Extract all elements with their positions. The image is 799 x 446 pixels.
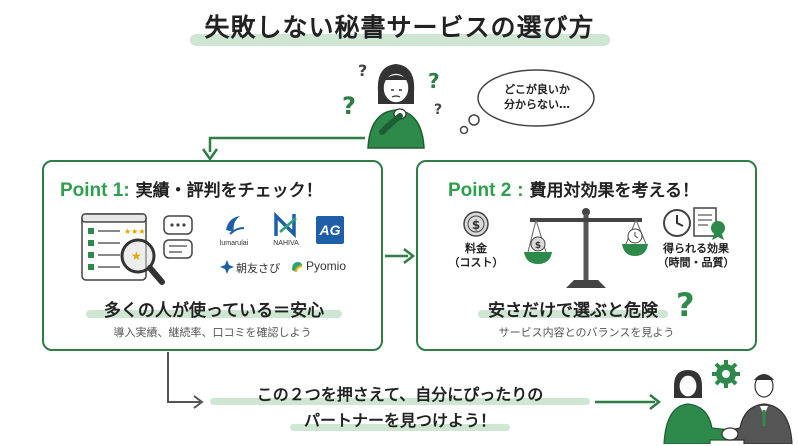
asatomo-logo-icon xyxy=(220,260,234,274)
point1-heading: Point 1: 実績・評判をチェック！ xyxy=(60,176,323,202)
thought-bubble xyxy=(459,69,595,135)
point2-main-highlight xyxy=(478,310,668,318)
point2-card: Point 2 : 費用対効果を考える！ $ 料金 （コスト） $ xyxy=(416,160,757,351)
svg-text:?: ? xyxy=(428,69,440,93)
asatomo-logo-name: 朝友さぴ xyxy=(236,263,280,275)
cost-label: 料金 （コスト） xyxy=(440,242,512,270)
warning-question-icon: ? xyxy=(676,286,695,322)
flow-arrow-to-partners xyxy=(595,394,662,410)
svg-text:?: ? xyxy=(434,102,442,118)
point2-main-text-wrap: 安さだけで選ぶと危険 xyxy=(478,296,668,321)
point1-label: Point 1 xyxy=(60,180,124,201)
effect-label-line-1: 得られる効果 xyxy=(663,242,729,255)
gear-icon xyxy=(712,360,740,388)
nahiva-logo-name: NAHIVA xyxy=(273,240,299,247)
svg-text:?: ? xyxy=(342,92,356,120)
point1-card: Point 1: 実績・評判をチェック！ ★★★ ★ lumarulai NAH… xyxy=(42,160,383,351)
pyomio-logo-icon xyxy=(292,262,303,273)
coin-icon: $ xyxy=(463,211,489,237)
page-title: 失敗しない秘書サービスの選び方 xyxy=(204,13,595,42)
svg-text:$: $ xyxy=(535,241,541,251)
review-checklist-icon: ★★★ ★ xyxy=(81,213,193,285)
lumarulai-logo-icon xyxy=(226,216,245,235)
point2-sub-text: サービス内容とのバランスを見よう xyxy=(498,326,675,339)
effect-label: 得られる効果 （時間・品質） xyxy=(646,242,746,270)
point1-main-text: 多くの人が使っている＝安心 xyxy=(103,301,325,321)
summary-highlight-2 xyxy=(290,424,510,431)
nahiva-logo-icon xyxy=(274,212,297,238)
flow-arrow-to-summary xyxy=(167,352,204,409)
pyomio-logo-name: Pyomio xyxy=(306,259,347,273)
thought-bubble-text: どこが良いか 分からない… xyxy=(482,82,592,112)
point2-title: 費用対効果を考える！ xyxy=(529,181,700,201)
svg-text:?: ? xyxy=(358,61,367,80)
question-mark-icon: ? ? ? ? xyxy=(342,61,442,120)
point1-separator: : xyxy=(123,180,130,201)
effect-label-line-2: （時間・品質） xyxy=(657,256,735,269)
summary-line-2: パートナーを見つけよう！ xyxy=(303,411,496,430)
summary-text: この２つを押さえて、自分にぴったりの パートナーを見つけよう！ xyxy=(210,382,590,434)
cost-label-line-1: 料金 xyxy=(465,242,487,255)
handshake-partners-illustration xyxy=(663,360,793,444)
balance-scale-icon: $ xyxy=(524,208,648,288)
thought-line-2: 分からない… xyxy=(504,98,570,111)
point1-main-highlight xyxy=(86,310,342,318)
clock-icon xyxy=(663,209,691,237)
svg-text:$: $ xyxy=(472,218,480,232)
flow-arrow-to-point2 xyxy=(385,248,416,264)
worried-person-illustration: ? ? ? ? xyxy=(342,61,442,149)
point2-label: Point 2 xyxy=(448,180,512,201)
flow-arrow-to-point1 xyxy=(201,136,365,162)
cost-label-line-2: （コスト） xyxy=(448,256,504,269)
summary-block: この２つを押さえて、自分にぴったりの パートナーを見つけよう！ xyxy=(210,382,590,438)
quality-certificate-icon xyxy=(693,207,725,240)
point2-heading: Point 2 : 費用対効果を考える！ xyxy=(448,176,699,202)
svg-text:?: ? xyxy=(676,286,695,322)
lumarulai-logo-name: lumarulai xyxy=(219,240,249,247)
point1-title: 実績・評判をチェック！ xyxy=(135,181,323,201)
ag-logo: AG xyxy=(316,216,344,244)
summary-line-1: この２つを押さえて、自分にぴったりの xyxy=(256,385,544,404)
thought-line-1: どこが良いか xyxy=(504,83,570,96)
svg-text:★★★: ★★★ xyxy=(124,227,146,236)
point1-sub-text: 導入実績、継続率、口コミを確認しよう xyxy=(113,326,312,339)
svg-text:★: ★ xyxy=(131,249,142,263)
summary-highlight-1 xyxy=(210,398,590,405)
point1-main-text-wrap: 多くの人が使っている＝安心 xyxy=(86,296,342,321)
point2-main-text: 安さだけで選ぶと危険 xyxy=(488,301,658,321)
ag-logo-name: AG xyxy=(319,222,341,238)
point2-separator: : xyxy=(517,180,524,201)
title-highlight xyxy=(190,34,610,46)
